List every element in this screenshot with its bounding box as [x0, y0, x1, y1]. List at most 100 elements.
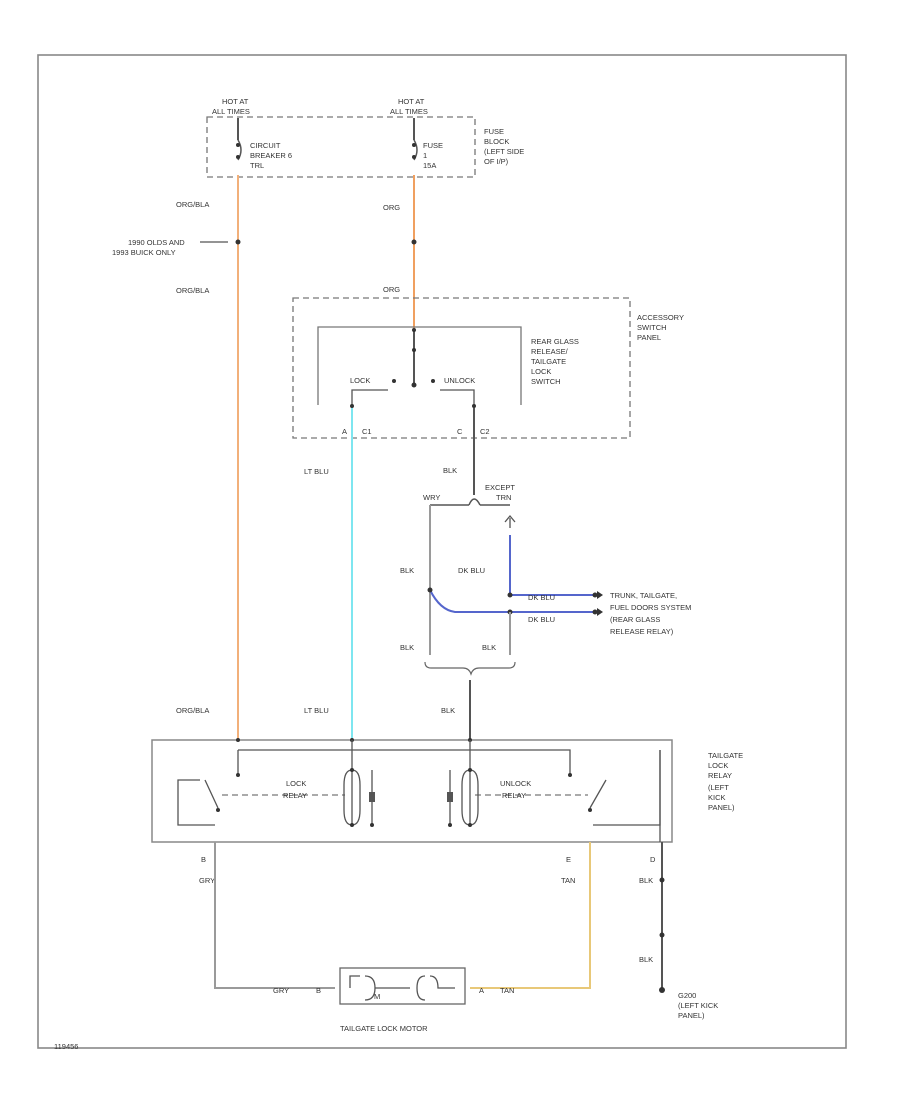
except-label-1: EXCEPT: [485, 483, 515, 492]
wire-label-blk-6: BLK: [639, 876, 653, 885]
motor-m-label: M: [374, 992, 380, 1001]
wire-label-org-bla-2: ORG/BLA: [176, 286, 209, 295]
wire-label-tan-2: TAN: [500, 986, 514, 995]
unlock-diode-icon: [447, 792, 453, 802]
wire-label-lt-blu-2: LT BLU: [304, 706, 329, 715]
trunk-label-2: FUEL DOORS SYSTEM: [610, 603, 691, 612]
pin-e-label: E: [566, 855, 571, 864]
relay-label-4: (LEFT: [708, 783, 729, 792]
wire-label-blk-7: BLK: [639, 955, 653, 964]
wire-label-org-1: ORG: [383, 203, 400, 212]
conn-a-label: A: [342, 427, 347, 436]
ground-label-2: (LEFT KICK: [678, 1001, 718, 1010]
fuse-label-1: FUSE: [423, 141, 443, 150]
switch-bracket: [317, 326, 522, 405]
fuse-label-2: 1: [423, 151, 427, 160]
accessory-switch-panel-box: [292, 297, 631, 439]
note-label-2: 1993 BUICK ONLY: [112, 248, 176, 257]
wire-label-lt-blu-1: LT BLU: [304, 467, 329, 476]
wire-label-blk-5: BLK: [441, 706, 455, 715]
trunk-label-1: TRUNK, TAILGATE,: [610, 591, 677, 600]
accessory-panel-label-1: ACCESSORY: [637, 313, 684, 322]
switch-label-1: REAR GLASS: [531, 337, 579, 346]
pin-d-label: D: [650, 855, 656, 864]
relay-label-5: KICK: [708, 793, 726, 802]
relay-bus: [237, 749, 571, 775]
lock-relay-coil: [343, 769, 361, 826]
pin-b2-label: B: [316, 986, 321, 995]
trunk-arrow-2-icon: [597, 608, 603, 616]
wire-dk-blu-route: [429, 535, 595, 613]
motor-label: TAILGATE LOCK MOTOR: [340, 1024, 428, 1033]
circuit-breaker-label-3: TRL: [250, 161, 264, 170]
lock-relay-label-2: RELAY: [283, 791, 307, 800]
unlock-relay-coil: [461, 769, 479, 826]
wire-label-dk-blu-3: DK BLU: [528, 615, 555, 624]
switch-unlock-arm: [440, 389, 475, 408]
fuse-block-label-1: FUSE: [484, 127, 504, 136]
trunk-label-4: RELEASE RELAY): [610, 627, 674, 636]
wire-label-dk-blu-2: DK BLU: [528, 593, 555, 602]
unlock-relay-label-1: UNLOCK: [500, 779, 531, 788]
conn-c2-label: C2: [480, 427, 490, 436]
hot-label-left-1: HOT AT: [222, 97, 249, 106]
except-label-2: TRN: [496, 493, 511, 502]
wire-label-org-bla-3: ORG/BLA: [176, 706, 209, 715]
lock-relay-label-1: LOCK: [286, 779, 306, 788]
wire-label-blk-3: BLK: [400, 643, 414, 652]
wire-label-gry-1: GRY: [199, 876, 215, 885]
relay-right-frame: [589, 750, 661, 826]
tailgate-lock-motor-box: [339, 967, 466, 1005]
hot-label-right-2: ALL TIMES: [390, 107, 428, 116]
wire-label-blk-1: BLK: [443, 466, 457, 475]
lock-label: LOCK: [350, 376, 370, 385]
unlock-relay-label-2: RELAY: [502, 791, 526, 800]
circuit-breaker-label-2: BREAKER 6: [250, 151, 292, 160]
wire-tan: [470, 842, 591, 989]
relay-label-6: PANEL): [708, 803, 735, 812]
relay-label-2: LOCK: [708, 761, 728, 770]
circuit-breaker-label-1: CIRCUIT: [250, 141, 281, 150]
note-label-1: 1990 OLDS AND: [128, 238, 185, 247]
tailgate-lock-relay-box: [151, 739, 673, 843]
trunk-arrow-1-icon: [597, 591, 603, 599]
fuse-label-3: 15A: [423, 161, 436, 170]
pin-b-label: B: [201, 855, 206, 864]
motor-internal: [349, 975, 455, 1001]
wire-label-dk-blu-1: DK BLU: [458, 566, 485, 575]
fuse-block-box: [206, 116, 476, 178]
wire-label-blk-2: BLK: [400, 566, 414, 575]
unlock-label: UNLOCK: [444, 376, 475, 385]
wire-label-org-2: ORG: [383, 285, 400, 294]
pin-a-label: A: [479, 986, 484, 995]
fuse-block-label-3: (LEFT SIDE: [484, 147, 524, 156]
wire-label-blk-4: BLK: [482, 643, 496, 652]
trunk-label-3: (REAR GLASS: [610, 615, 660, 624]
page-ref: 119456: [54, 1042, 78, 1051]
hot-label-right-1: HOT AT: [398, 97, 425, 106]
conn-c-label: C: [457, 427, 463, 436]
conn-c1-label: C1: [362, 427, 372, 436]
lock-diode-icon: [369, 792, 375, 802]
splice-brace: [424, 661, 516, 676]
switch-label-3: TAILGATE: [531, 357, 566, 366]
ground-label-3: PANEL): [678, 1011, 705, 1020]
fuse-block-label-4: OF I/P): [484, 157, 509, 166]
wire-gry: [214, 842, 335, 989]
switch-label-2: RELEASE/: [531, 347, 569, 356]
fuse-block-label-2: BLOCK: [484, 137, 509, 146]
relay-label-3: RELAY: [708, 771, 732, 780]
wry-label: WRY: [423, 493, 440, 502]
relay-left-frame: [177, 779, 219, 826]
switch-label-4: LOCK: [531, 367, 551, 376]
switch-label-5: SWITCH: [531, 377, 561, 386]
except-arrow-icon: [504, 514, 516, 528]
hot-label-left-2: ALL TIMES: [212, 107, 250, 116]
accessory-panel-label-3: PANEL: [637, 333, 661, 342]
switch-lock-arm: [351, 389, 388, 408]
ground-label-1: G200: [678, 991, 696, 1000]
wire-label-gry-2: GRY: [273, 986, 289, 995]
wire-label-tan-1: TAN: [561, 876, 575, 885]
wire-label-org-bla-1: ORG/BLA: [176, 200, 209, 209]
diagram-border: [37, 54, 847, 1049]
